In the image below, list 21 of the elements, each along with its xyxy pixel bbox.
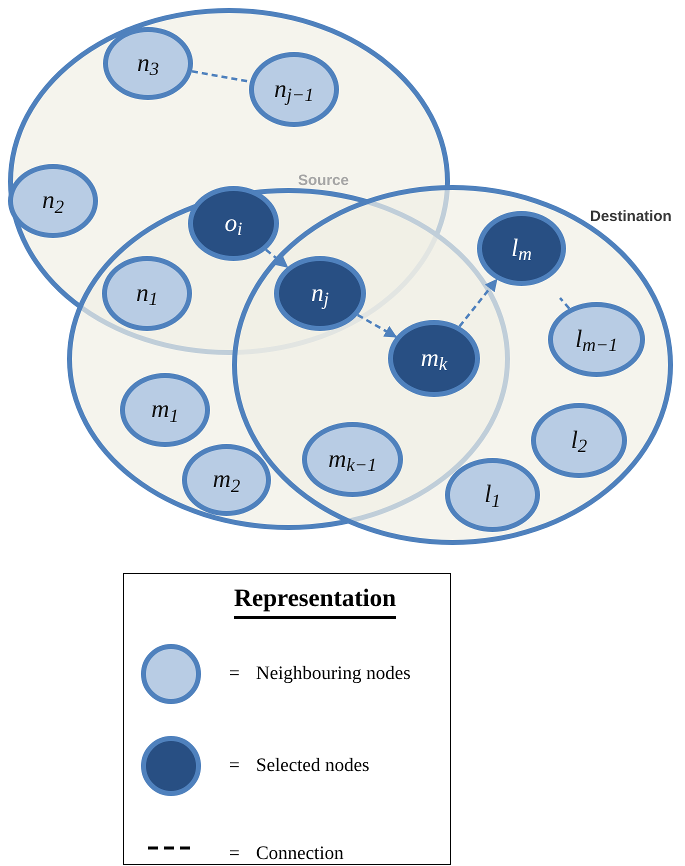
neighbour-node: n$_{j−1}$ (249, 52, 339, 127)
legend-label: Connection (256, 842, 344, 866)
legend-title: Representation (234, 582, 396, 619)
equals-sign: = (229, 842, 240, 866)
connection-arrow (357, 314, 398, 338)
region-label: Source (298, 171, 349, 191)
neighbour-node: n$_{3}$ (103, 27, 193, 100)
equals-sign: = (229, 754, 240, 778)
neighbour-node: m$_{1}$ (120, 373, 210, 447)
selected-node: l$_{m}$ (477, 211, 566, 286)
neighbour-node: m$_{2}$ (182, 444, 271, 516)
connection-arrow (458, 278, 498, 328)
legend-label: Selected nodes (256, 754, 370, 778)
neighbour-node: l$_{1}$ (445, 458, 540, 532)
connection-arrow (265, 248, 288, 268)
neighbour-node: l$_{m−1}$ (548, 302, 645, 377)
legend-label: Neighbouring nodes (256, 662, 411, 686)
neighbour-node: n$_{2}$ (8, 164, 98, 238)
region-label: Destination (590, 207, 672, 227)
equals-sign: = (229, 662, 240, 686)
neighbour-node: l$_{2}$ (531, 403, 627, 478)
